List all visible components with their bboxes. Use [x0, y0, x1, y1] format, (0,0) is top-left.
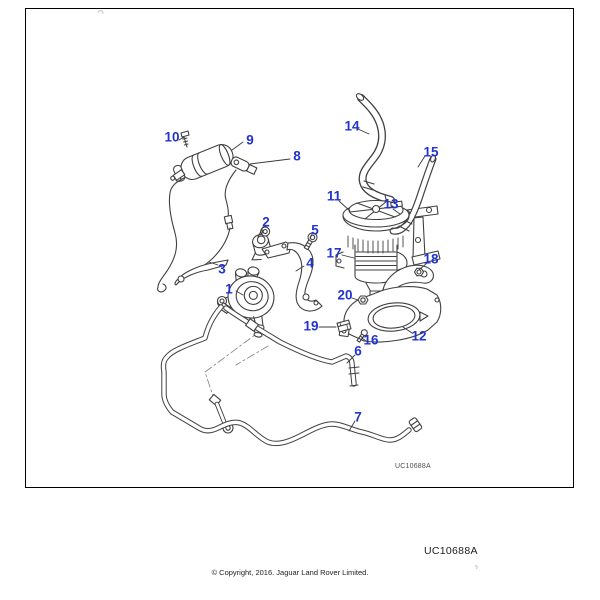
- diagram-frame: [25, 8, 574, 488]
- callout-9: 9: [246, 132, 254, 148]
- callout-1: 1: [225, 281, 233, 297]
- callout-13: 13: [383, 196, 399, 212]
- diagram-code-inner: UC10688A: [395, 463, 431, 470]
- part-11-secondary-air-pump: [335, 199, 410, 302]
- callout-20: 20: [337, 287, 353, 303]
- callout-15: 15: [423, 144, 439, 160]
- callout-19: 19: [303, 318, 319, 334]
- callout-18: 18: [423, 251, 439, 267]
- callout-2: 2: [262, 214, 270, 230]
- canister-cable: [157, 169, 186, 293]
- callout-leader-lines: [178, 128, 428, 432]
- part-3-bracket-arm: [174, 259, 229, 286]
- part-9-vacuum-reservoir: [172, 143, 234, 183]
- callout-16: 16: [363, 332, 379, 348]
- part-16-bolt: [356, 329, 368, 343]
- callout-8: 8: [293, 148, 301, 164]
- callout-7: 7: [354, 409, 362, 425]
- callout-3: 3: [218, 261, 226, 277]
- part-6-air-hose: [223, 305, 360, 387]
- callout-6: 6: [354, 343, 362, 359]
- copyright-notice: © Copyright, 2016. Jaguar Land Rover Lim…: [211, 568, 369, 577]
- part-1-air-pump-valve-assembly: [216, 266, 275, 338]
- part-19-clip: [336, 319, 352, 333]
- callout-14: 14: [344, 118, 360, 134]
- diagram-code: UC10688A: [424, 545, 478, 557]
- alignment-line: [204, 328, 269, 397]
- callout-17: 17: [326, 245, 342, 261]
- scan-artifacts: [97, 10, 478, 570]
- callout-4: 4: [306, 255, 314, 271]
- part-8-sensor: [192, 156, 258, 273]
- part-20-nut: [357, 295, 369, 305]
- callout-12: 12: [411, 328, 427, 344]
- part-14-air-hose: [355, 93, 395, 204]
- callout-11: 11: [326, 188, 342, 204]
- callout-10: 10: [164, 129, 180, 145]
- part-4-mounting-bracket: [261, 241, 323, 312]
- part-7-air-hose: [160, 304, 423, 447]
- part-10-screw: [180, 130, 190, 148]
- part-15-air-hose: [389, 154, 437, 235]
- callout-5: 5: [311, 222, 319, 238]
